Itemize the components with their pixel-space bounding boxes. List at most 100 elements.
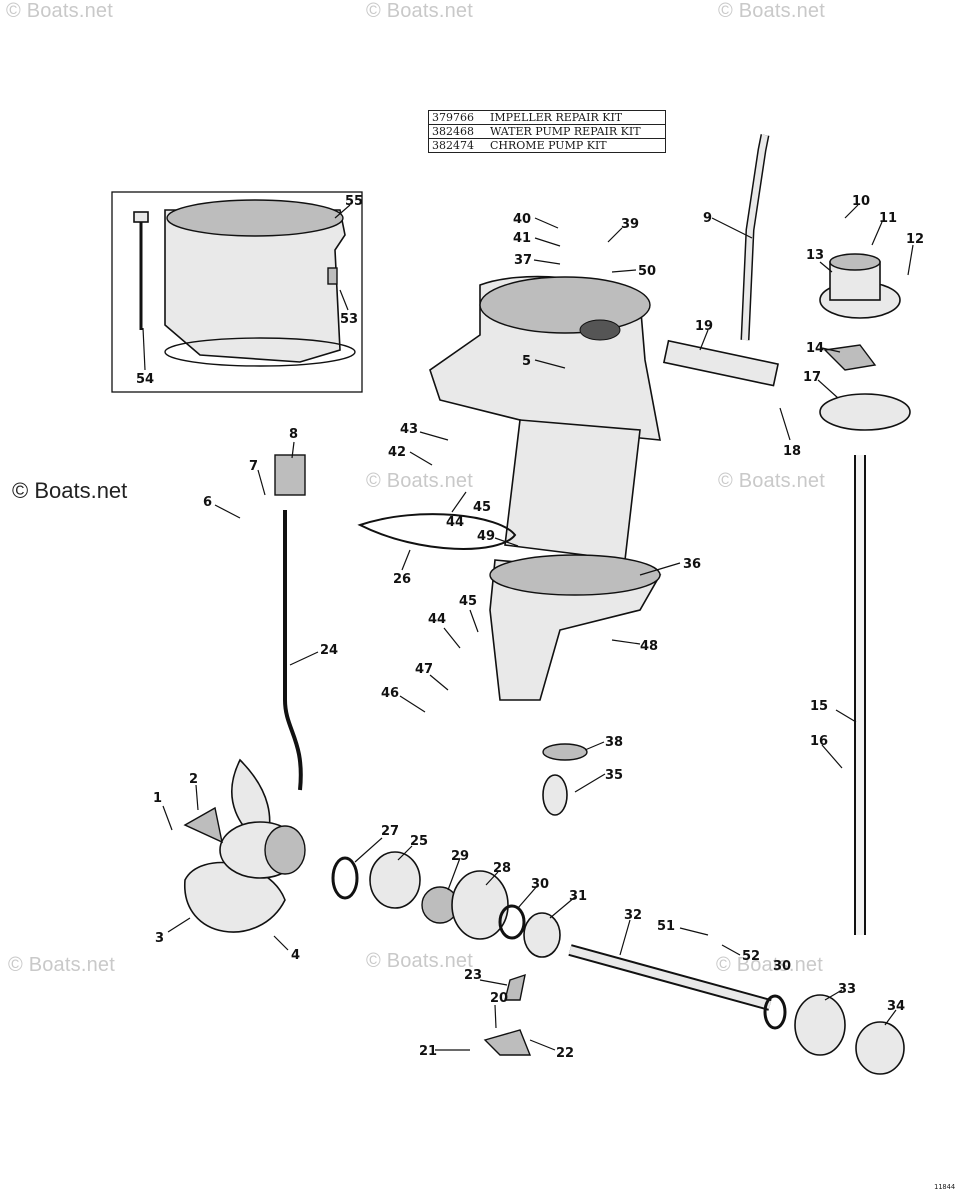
part-label: 47 — [415, 662, 433, 677]
leader-4 — [273, 935, 289, 951]
part-label: 40 — [513, 212, 531, 227]
kit-row: 382468 WATER PUMP REPAIR KIT — [429, 125, 665, 139]
oring-27 — [331, 856, 359, 900]
part-label: 28 — [493, 861, 511, 876]
leader-32 — [619, 919, 631, 956]
leader-27 — [354, 837, 383, 863]
leader-1 — [162, 805, 173, 831]
part-label: 20 — [490, 991, 508, 1006]
leader-29 — [447, 857, 461, 891]
kit-number: 382468 — [432, 125, 474, 138]
shift-rod-24 — [283, 510, 303, 791]
part-label: 16 — [810, 734, 828, 749]
leader-53 — [339, 289, 349, 311]
part-label: 12 — [906, 232, 924, 247]
plate-19 — [662, 339, 779, 387]
connector-8 — [274, 454, 306, 496]
part-label: 3 — [155, 931, 164, 946]
leader-17 — [817, 379, 839, 399]
leader-7 — [257, 469, 266, 496]
part-label: 37 — [514, 253, 532, 268]
leader-16 — [821, 744, 843, 769]
watermark-bottom-right: © Boats.net — [716, 954, 823, 976]
cradle-22 — [483, 1029, 532, 1056]
part-label: 43 — [400, 422, 418, 437]
leader-14 — [821, 347, 841, 353]
leader-6 — [214, 504, 241, 519]
lower-gearcase-flange — [489, 554, 661, 596]
part-label: 33 — [838, 982, 856, 997]
driveshaft-bore — [579, 319, 621, 341]
leader-51 — [679, 927, 709, 936]
part-label: 41 — [513, 231, 531, 246]
part-label: 14 — [806, 341, 824, 356]
part-label: 17 — [803, 370, 821, 385]
housing-bottom-flange — [164, 337, 356, 367]
shifter-23 — [504, 973, 526, 1001]
leader-40 — [534, 217, 559, 229]
leader-20 — [494, 1004, 497, 1029]
leader-55 — [334, 204, 351, 219]
prop-nut-2 — [183, 806, 223, 844]
pinion-35 — [542, 774, 568, 816]
leader-12 — [907, 244, 914, 276]
housing-top-flange — [166, 199, 344, 237]
bushing-34 — [855, 1021, 905, 1075]
leader-lines — [142, 204, 914, 1051]
part-label: 35 — [605, 768, 623, 783]
leader-28 — [485, 871, 499, 886]
leader-44 — [451, 491, 467, 513]
part-label: 10 — [852, 194, 870, 209]
leader-35 — [574, 773, 606, 793]
part-label: 45 — [473, 500, 491, 515]
pump-base-opening — [479, 276, 651, 334]
lower-gear-housing — [489, 554, 662, 701]
water-pump-assembly — [662, 253, 911, 431]
leader-19 — [699, 329, 709, 351]
shaft-fill — [568, 946, 772, 1009]
part-label: 54 — [136, 372, 154, 387]
leader-22 — [529, 1039, 556, 1051]
leader-46 — [399, 695, 426, 713]
part-label: 11 — [879, 211, 897, 226]
gearcase-upper-housing — [429, 275, 661, 561]
leader-13 — [819, 261, 833, 273]
exhaust-housing-inset — [133, 199, 356, 367]
leader-48 — [611, 639, 641, 645]
part-labels: 1 2 3 4 5 6 7 8 9 10 11 12 13 14 15 16 1… — [136, 194, 924, 1061]
leader-18 — [779, 407, 791, 441]
prop-hub-end — [264, 825, 306, 875]
part-label: 13 — [806, 248, 824, 263]
part-label: 5 — [522, 354, 531, 369]
leader-41 — [534, 237, 561, 247]
part-label: 53 — [340, 312, 358, 327]
kit-number: 379766 — [432, 111, 474, 124]
part-label: 18 — [783, 444, 801, 459]
part-label: 26 — [393, 572, 411, 587]
leader-24 — [289, 651, 319, 666]
leader-31 — [549, 896, 576, 919]
part-label: 4 — [291, 948, 300, 963]
leader-50 — [611, 269, 637, 273]
kit-number: 382474 — [432, 139, 474, 152]
watermark-top-center: © Boats.net — [366, 0, 473, 22]
leader-43 — [419, 431, 449, 441]
bearing-31 — [523, 912, 561, 958]
part-label: 21 — [419, 1044, 437, 1059]
part-label: 51 — [657, 919, 675, 934]
watermark-top-right: © Boats.net — [718, 0, 825, 22]
part-label: 9 — [703, 211, 712, 226]
washer-30b — [763, 994, 787, 1030]
shift-linkage — [483, 973, 532, 1056]
kit-name: CHROME PUMP KIT — [490, 139, 607, 152]
propeller-assembly — [183, 758, 306, 933]
leader-34 — [884, 1009, 897, 1026]
leader-47 — [429, 674, 449, 691]
screw-53 — [327, 267, 338, 285]
gasket-26 — [357, 513, 517, 550]
part-label: 45 — [459, 594, 477, 609]
part-label: 39 — [621, 217, 639, 232]
leader-45 — [469, 609, 479, 633]
part-label: 27 — [381, 824, 399, 839]
part-label: 2 — [189, 772, 198, 787]
